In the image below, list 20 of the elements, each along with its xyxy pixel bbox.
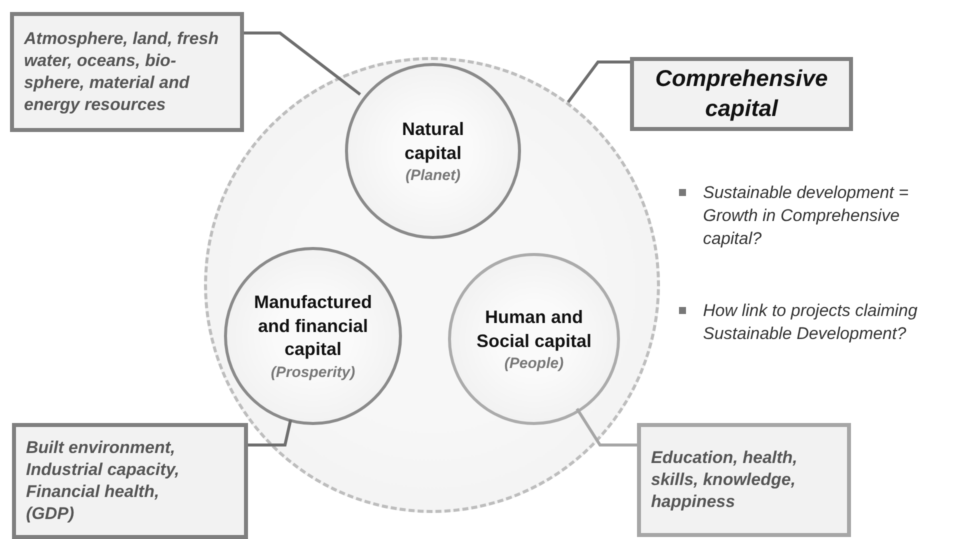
circle-subtitle: (Prosperity) xyxy=(270,364,356,381)
circle-title: Manufactured and financial capital xyxy=(252,291,373,362)
note-text: Atmosphere, land, fresh water, oceans, bio-sphere, material and energy resources xyxy=(24,28,220,116)
leader-line xyxy=(244,32,362,96)
note-box xyxy=(12,423,248,539)
bullet-text: Sustainable development = Growth in Comprehensive capital? xyxy=(703,182,910,250)
circle-title: Human and Social capital xyxy=(475,306,593,353)
leader-line xyxy=(566,60,630,103)
title-text: Comprehensive capital xyxy=(654,64,829,123)
note-text: Education, health, skills, knowledge, happiness xyxy=(651,446,798,514)
title-box xyxy=(630,57,853,131)
circle-subtitle: (People) xyxy=(504,354,564,372)
note-box xyxy=(637,423,851,537)
circle-title: Natural capital xyxy=(400,118,465,165)
bullet-text: How link to projects claiming Sustainable Development? xyxy=(703,300,918,345)
circle-subtitle: (Planet) xyxy=(405,166,460,184)
leader-line xyxy=(248,420,292,446)
leader-line xyxy=(576,408,637,446)
note-box xyxy=(10,12,244,132)
note-text: Built environment, Industrial capacity, Financial health, (GDP) xyxy=(26,436,180,526)
